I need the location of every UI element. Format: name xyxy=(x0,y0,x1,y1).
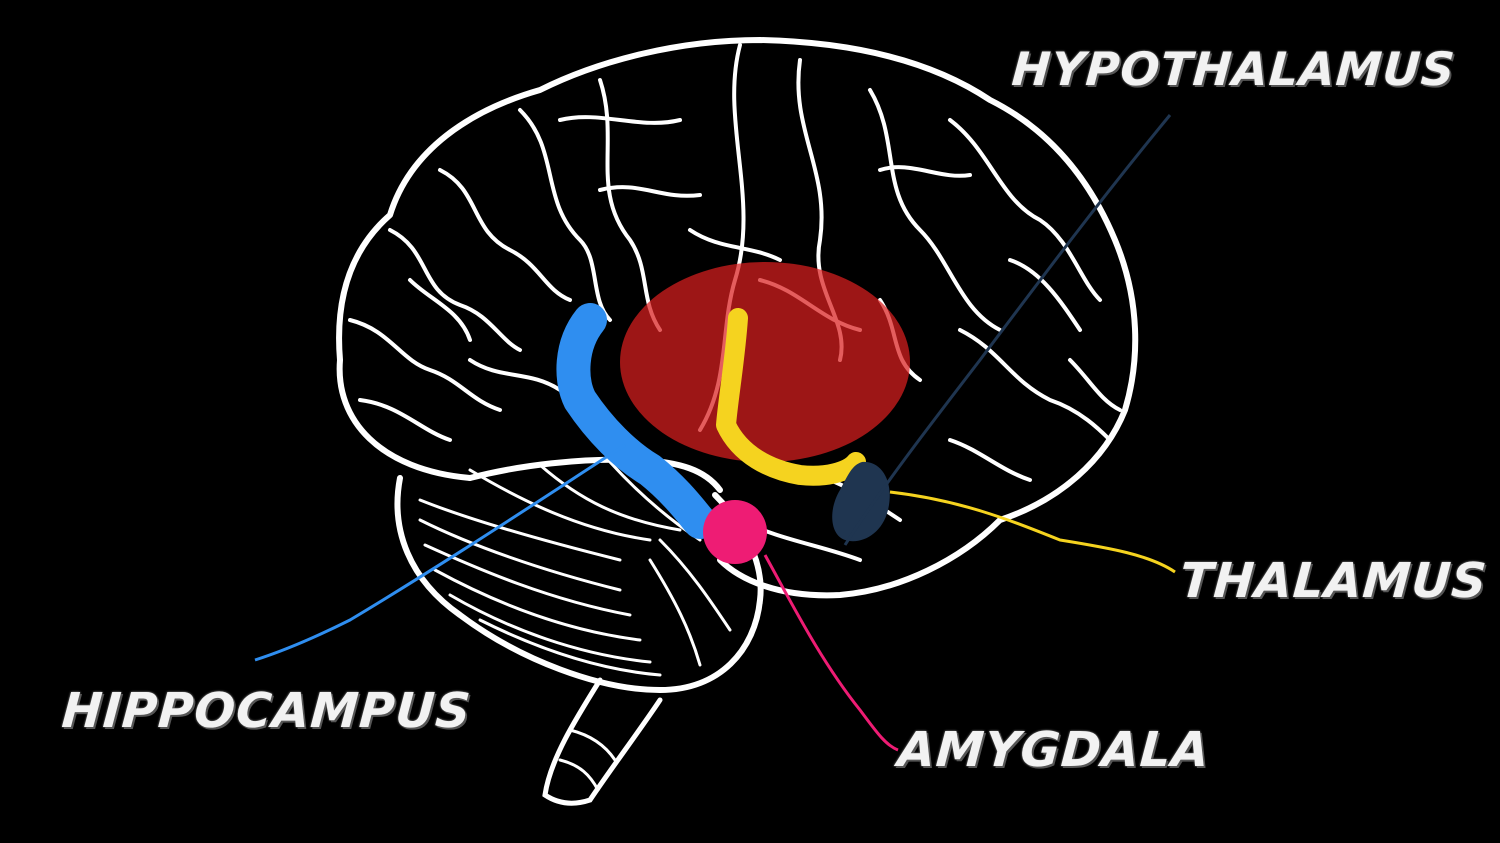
thalamus-shape xyxy=(716,308,866,486)
brainstem xyxy=(542,677,663,806)
thalamus-label: THALAMUS xyxy=(1178,553,1490,609)
hypothalamus-label: HYPOTHALAMUS xyxy=(1010,42,1458,96)
hypothalamus-leader-line xyxy=(843,114,1172,546)
amygdala-label: AMYGDALA xyxy=(896,722,1212,778)
thalamus-leader-line xyxy=(889,490,1176,574)
hypothalamus-shape xyxy=(832,461,890,542)
hippocampus-leader-line xyxy=(254,443,626,662)
hippocampus-label: HIPPOCAMPUS xyxy=(60,683,474,739)
amygdala-shape xyxy=(703,500,767,564)
limbic-region-highlight xyxy=(620,262,910,462)
amygdala-leader-line xyxy=(763,554,899,752)
hippocampus-shape xyxy=(556,303,717,539)
